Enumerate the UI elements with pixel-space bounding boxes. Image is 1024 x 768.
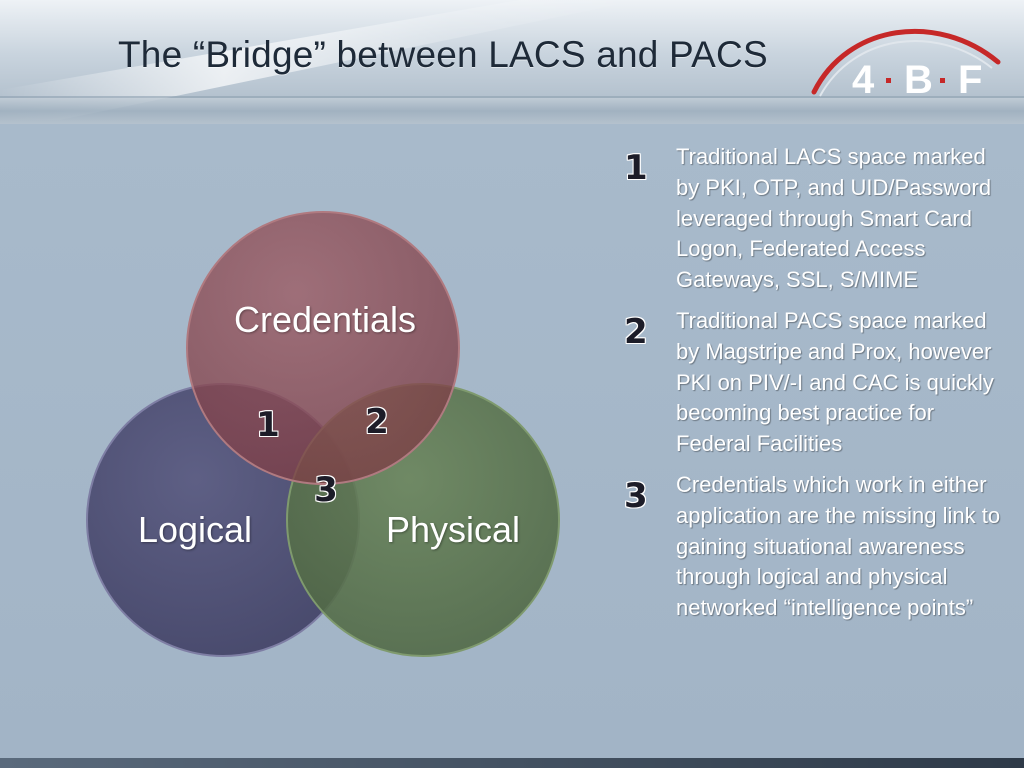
slide-title: The “Bridge” between LACS and PACS [118,34,768,75]
company-logo: 4 B F [808,18,1008,102]
legend-number: 2 [624,311,648,352]
logo-dot [940,78,945,83]
legend-text: Credentials which work in either applica… [676,471,1001,621]
legend-text: Traditional LACS space marked by PKI, OT… [676,144,992,293]
legend-list: 1 Traditional LACS space marked by PKI, … [612,142,1012,634]
header-city-band [0,98,1024,124]
venn-circle-credentials [186,211,460,485]
logo-char-3: F [958,58,983,102]
legend-item: 2 Traditional PACS space marked by Magst… [612,306,1012,460]
venn-svg [86,211,560,657]
overlap-number-3: 3 [314,470,338,510]
logo-char-1: 4 [852,58,875,102]
venn-label-credentials: Credentials [233,299,417,340]
venn-diagram: Credentials Logical Physical 1 2 3 [80,200,580,670]
venn-label-logical: Logical [137,509,253,550]
legend-number: 1 [624,148,648,188]
logo-char-2: B [904,58,933,102]
legend-text: Traditional PACS space marked by Magstri… [676,307,994,457]
footer-bar [0,758,1024,768]
header-banner: The “Bridge” between LACS and PACS 4 B F [0,0,1024,124]
legend-item: 3 Credentials which work in either appli… [612,470,1012,624]
header-light-streak [0,0,1024,120]
logo-dot [886,78,891,83]
overlap-number-2: 2 [365,402,389,442]
logo-arc [811,28,1001,97]
legend-number: 3 [624,475,648,516]
overlap-number-1: 1 [256,405,280,445]
legend-item: 1 Traditional LACS space marked by PKI, … [612,142,1012,296]
venn-label-physical: Physical [385,509,521,550]
